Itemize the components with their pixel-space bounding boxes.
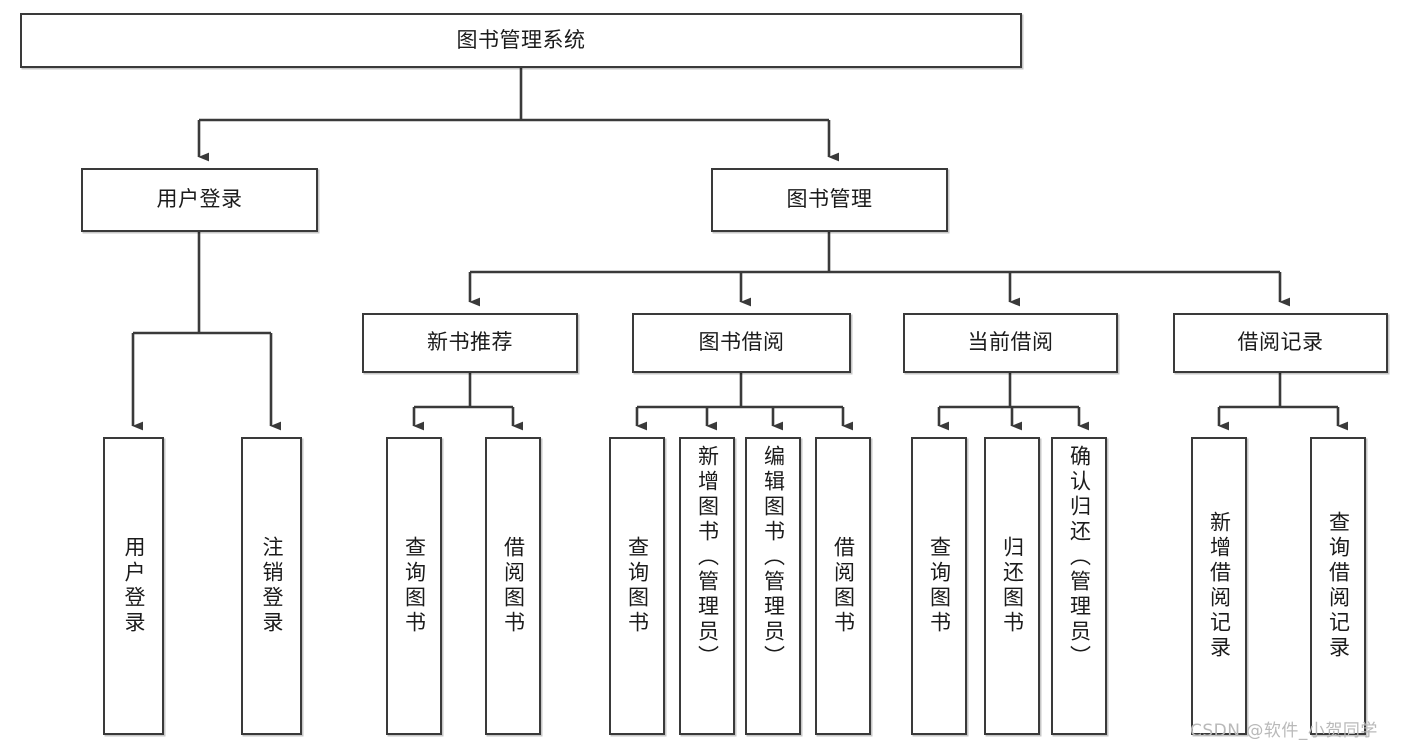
node-book-borrow[interactable]: 图书借阅 [632,313,851,373]
node-label-book-borrow: 图书借阅 [698,330,785,355]
connector-paths [131,68,1349,431]
node-leaf-query-book-2[interactable]: 查询图书 [609,437,665,735]
node-label-leaf-query-book-2: 查询图书 [625,536,650,636]
node-label-borrow-record: 借阅记录 [1237,330,1324,355]
node-label-new-book-rec: 新书推荐 [427,330,513,355]
node-root[interactable]: 图书管理系统 [20,13,1022,68]
node-borrow-record[interactable]: 借阅记录 [1173,313,1388,373]
node-label-leaf-user-logout: 注销登录 [260,536,284,636]
node-leaf-edit-book[interactable]: 编辑图书（管理员） [745,437,801,735]
node-leaf-query-book-3[interactable]: 查询图书 [911,437,967,735]
node-label-leaf-return-book: 归还图书 [1000,536,1025,636]
node-leaf-query-book-1[interactable]: 查询图书 [386,437,442,735]
watermark-text: CSDN @软件_小贺同学 [1190,721,1378,741]
node-leaf-borrow-book-1[interactable]: 借阅图书 [485,437,541,735]
node-leaf-user-logout[interactable]: 注销登录 [241,437,302,735]
node-label-leaf-query-record: 查询借阅记录 [1326,511,1351,661]
node-label-leaf-edit-book: 编辑图书（管理员） [761,445,786,670]
node-label-current-borrow: 当前借阅 [967,330,1054,355]
node-current-borrow[interactable]: 当前借阅 [903,313,1118,373]
node-leaf-add-record[interactable]: 新增借阅记录 [1191,437,1247,735]
node-label-leaf-user-login: 用户登录 [122,536,146,636]
node-new-book-rec[interactable]: 新书推荐 [362,313,578,373]
node-label-leaf-query-book-3: 查询图书 [927,536,952,636]
node-book-manage[interactable]: 图书管理 [711,168,948,232]
node-label-leaf-borrow-book-2: 借阅图书 [831,536,856,636]
node-leaf-confirm-return[interactable]: 确认归还（管理员） [1051,437,1107,735]
node-leaf-add-book[interactable]: 新增图书（管理员） [679,437,735,735]
node-leaf-query-record[interactable]: 查询借阅记录 [1310,437,1366,735]
node-label-root: 图书管理系统 [456,27,586,52]
node-label-leaf-borrow-book-1: 借阅图书 [501,536,526,636]
node-leaf-user-login[interactable]: 用户登录 [103,437,164,735]
node-label-leaf-add-book: 新增图书（管理员） [695,445,720,670]
node-leaf-borrow-book-2[interactable]: 借阅图书 [815,437,871,735]
node-leaf-return-book[interactable]: 归还图书 [984,437,1040,735]
node-label-leaf-confirm-return: 确认归还（管理员） [1067,445,1092,670]
node-label-leaf-add-record: 新增借阅记录 [1207,511,1232,661]
node-label-user-login: 用户登录 [156,187,243,212]
node-label-leaf-query-book-1: 查询图书 [402,536,427,636]
node-label-book-manage: 图书管理 [786,187,873,212]
node-user-login[interactable]: 用户登录 [81,168,318,232]
